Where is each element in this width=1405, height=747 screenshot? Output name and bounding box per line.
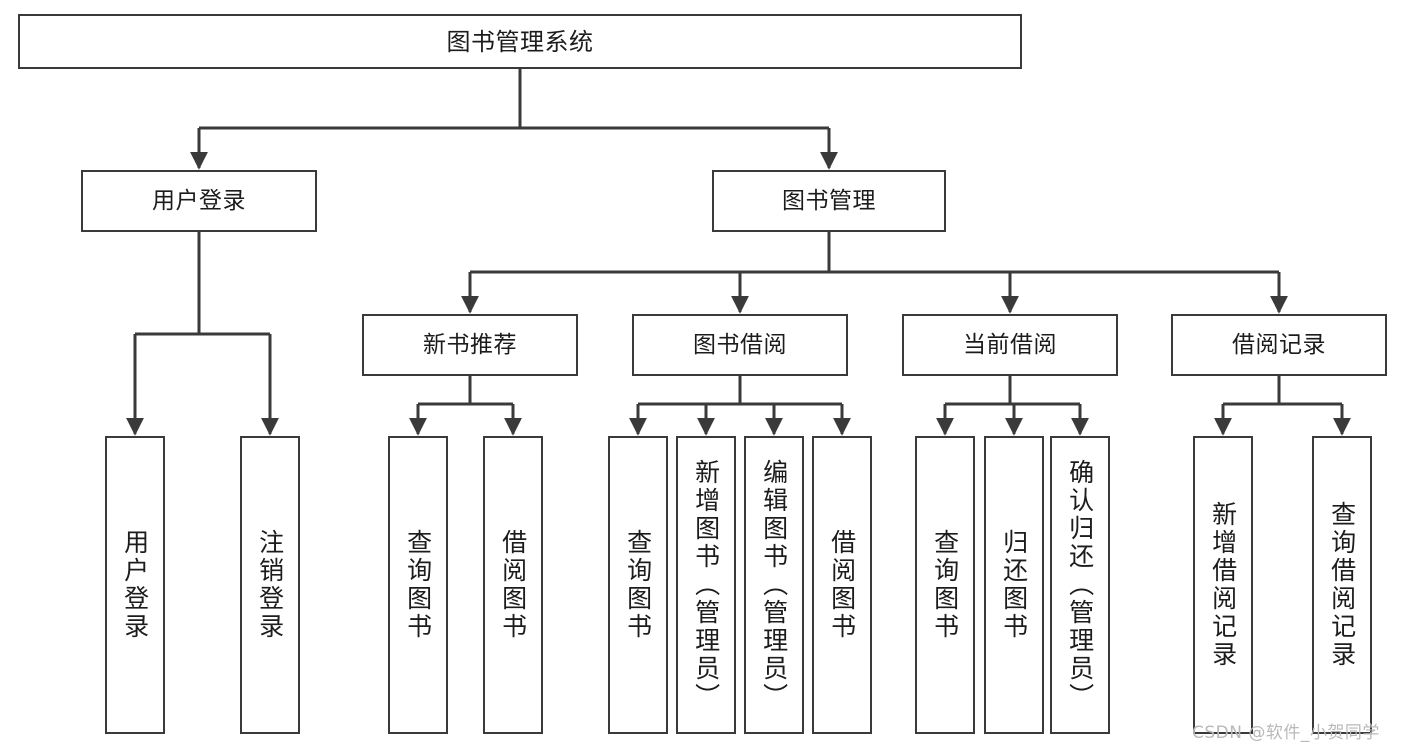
node-leaf-borrow-book-2[interactable]: 借阅图书	[812, 436, 872, 734]
node-label: 图书管理	[782, 187, 876, 214]
node-label: 新书推荐	[423, 331, 517, 358]
node-leaf-borrow-book-1[interactable]: 借阅图书	[483, 436, 543, 734]
node-root-system[interactable]: 图书管理系统	[18, 14, 1022, 69]
csdn-watermark: CSDN @软件_小贺同学	[1192, 723, 1380, 743]
node-leaf-confirm-return[interactable]: 确认归还（管理员）	[1050, 436, 1110, 734]
node-label: 图书借阅	[693, 331, 787, 358]
node-label: 用户登录	[120, 529, 150, 641]
node-label: 确认归还（管理员）	[1065, 459, 1095, 711]
node-label: 查询借阅记录	[1327, 501, 1357, 669]
node-borrow-record[interactable]: 借阅记录	[1171, 314, 1387, 376]
node-label: 查询图书	[930, 529, 960, 641]
connector-lines	[126, 69, 1351, 436]
node-leaf-query-book-3[interactable]: 查询图书	[915, 436, 975, 734]
node-label: 注销登录	[255, 529, 285, 641]
node-book-borrow[interactable]: 图书借阅	[632, 314, 848, 376]
node-leaf-query-record[interactable]: 查询借阅记录	[1312, 436, 1372, 734]
node-current-borrow[interactable]: 当前借阅	[902, 314, 1118, 376]
node-leaf-add-record[interactable]: 新增借阅记录	[1193, 436, 1253, 734]
node-book-manage[interactable]: 图书管理	[712, 170, 946, 232]
node-label: 借阅图书	[827, 529, 857, 641]
node-new-book-recommend[interactable]: 新书推荐	[362, 314, 578, 376]
node-label: 借阅图书	[498, 529, 528, 641]
node-label: 归还图书	[999, 529, 1029, 641]
node-label: 编辑图书（管理员）	[759, 459, 789, 711]
node-label: 用户登录	[152, 187, 246, 214]
node-label: 当前借阅	[963, 331, 1057, 358]
node-label: 图书管理系统	[446, 27, 594, 56]
node-label: 新增借阅记录	[1208, 501, 1238, 669]
node-leaf-query-book-2[interactable]: 查询图书	[608, 436, 668, 734]
node-leaf-user-login[interactable]: 用户登录	[105, 436, 165, 734]
node-label: 查询图书	[403, 529, 433, 641]
node-label: 查询图书	[623, 529, 653, 641]
node-user-login[interactable]: 用户登录	[81, 170, 317, 232]
node-leaf-return-book[interactable]: 归还图书	[984, 436, 1044, 734]
node-leaf-add-book[interactable]: 新增图书（管理员）	[676, 436, 736, 734]
node-leaf-query-book-1[interactable]: 查询图书	[388, 436, 448, 734]
node-leaf-logout[interactable]: 注销登录	[240, 436, 300, 734]
node-leaf-edit-book[interactable]: 编辑图书（管理员）	[744, 436, 804, 734]
node-label: 借阅记录	[1232, 331, 1326, 358]
node-label: 新增图书（管理员）	[691, 459, 721, 711]
